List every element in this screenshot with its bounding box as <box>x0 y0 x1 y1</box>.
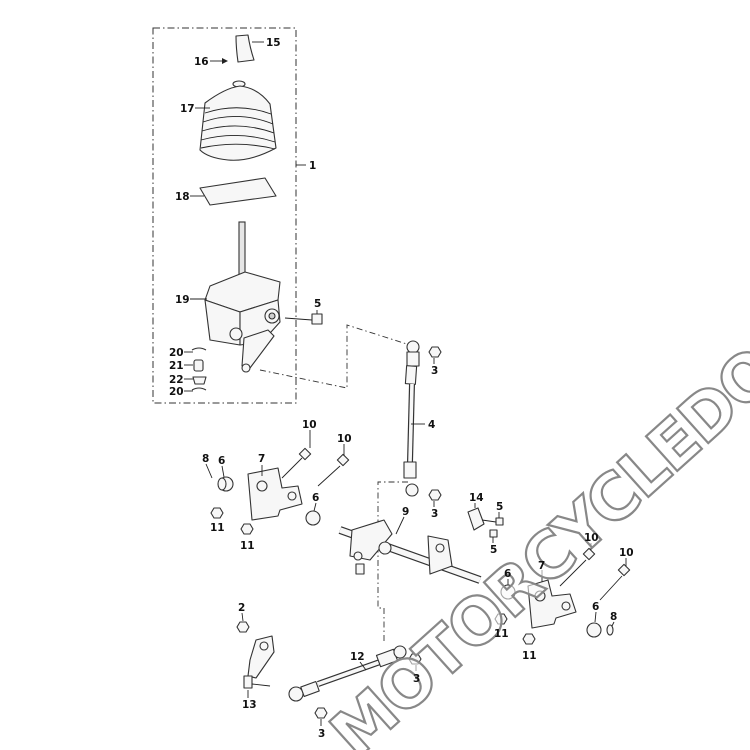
gasket-plate <box>199 177 277 206</box>
watermark: MOTORCYCLEDOCTOR <box>317 209 750 750</box>
bolts-10-right <box>559 547 631 601</box>
leader-6d <box>594 611 597 623</box>
shift-rod-upper <box>403 340 420 497</box>
leader-6b <box>313 502 317 512</box>
small-clips <box>191 347 207 391</box>
callout-11: 11 <box>240 540 255 552</box>
right-bracket <box>500 579 614 638</box>
callout-1: 1 <box>309 160 316 172</box>
leader-6a <box>221 465 225 478</box>
shift-rod-lower <box>288 645 407 702</box>
callout-11: 11 <box>494 628 509 640</box>
bolts-10-left <box>281 447 350 487</box>
bolt-5-top <box>284 313 323 325</box>
callout-17: 17 <box>180 103 195 115</box>
callout-11: 11 <box>522 650 537 662</box>
callout-10: 10 <box>619 547 634 559</box>
callout-10: 10 <box>302 419 317 431</box>
callout-22: 22 <box>169 374 184 386</box>
arrow-16 <box>222 58 228 64</box>
left-bracket <box>217 467 321 526</box>
callout-13: 13 <box>242 699 257 711</box>
callout-2: 2 <box>238 602 245 614</box>
link-dash-1 <box>259 324 411 389</box>
nut-3b <box>428 489 442 501</box>
callout-12: 12 <box>350 651 365 663</box>
shift-boot <box>199 80 277 161</box>
assembly-1-frame <box>152 27 297 404</box>
callout-16: 16 <box>194 56 209 68</box>
callout-3: 3 <box>413 673 420 685</box>
callout-6: 6 <box>504 568 511 580</box>
leader-2 <box>241 612 244 622</box>
callout-7: 7 <box>258 453 265 465</box>
callout-8: 8 <box>610 611 617 623</box>
callout-5: 5 <box>496 501 503 513</box>
shift-knob <box>235 34 255 63</box>
callout-18: 18 <box>175 191 190 203</box>
callout-6: 6 <box>218 455 225 467</box>
leader-12 <box>359 661 367 671</box>
callout-20: 20 <box>169 386 184 398</box>
callout-21: 21 <box>169 360 184 372</box>
callout-20: 20 <box>169 347 184 359</box>
callout-7: 7 <box>538 560 545 572</box>
leader-8a <box>205 463 213 479</box>
nut-3c <box>408 653 422 665</box>
callout-10: 10 <box>584 532 599 544</box>
callout-5: 5 <box>490 544 497 556</box>
callout-19: 19 <box>175 294 190 306</box>
callout-3: 3 <box>431 365 438 377</box>
leader-8b <box>611 621 615 627</box>
leader-9 <box>395 516 405 535</box>
nut-11b <box>240 523 254 535</box>
callout-10: 10 <box>337 433 352 445</box>
callout-5: 5 <box>314 298 321 310</box>
callout-11: 11 <box>210 522 225 534</box>
lower-arm <box>236 621 275 689</box>
shift-shaft <box>338 519 482 584</box>
callout-14: 14 <box>469 492 484 504</box>
nut-11c <box>494 613 508 625</box>
callout-6: 6 <box>592 601 599 613</box>
callout-8: 8 <box>202 453 209 465</box>
callout-15: 15 <box>266 37 281 49</box>
callout-6: 6 <box>312 492 319 504</box>
nut-11a <box>210 507 224 519</box>
nut-11d <box>522 633 536 645</box>
callout-9: 9 <box>402 506 409 518</box>
nut-3d <box>314 707 328 719</box>
shift-lever-housing <box>204 221 281 373</box>
bracket-14 <box>467 507 504 538</box>
callout-3: 3 <box>318 728 325 740</box>
callout-3: 3 <box>431 508 438 520</box>
nut-3a <box>428 346 442 358</box>
callout-4: 4 <box>428 419 435 431</box>
